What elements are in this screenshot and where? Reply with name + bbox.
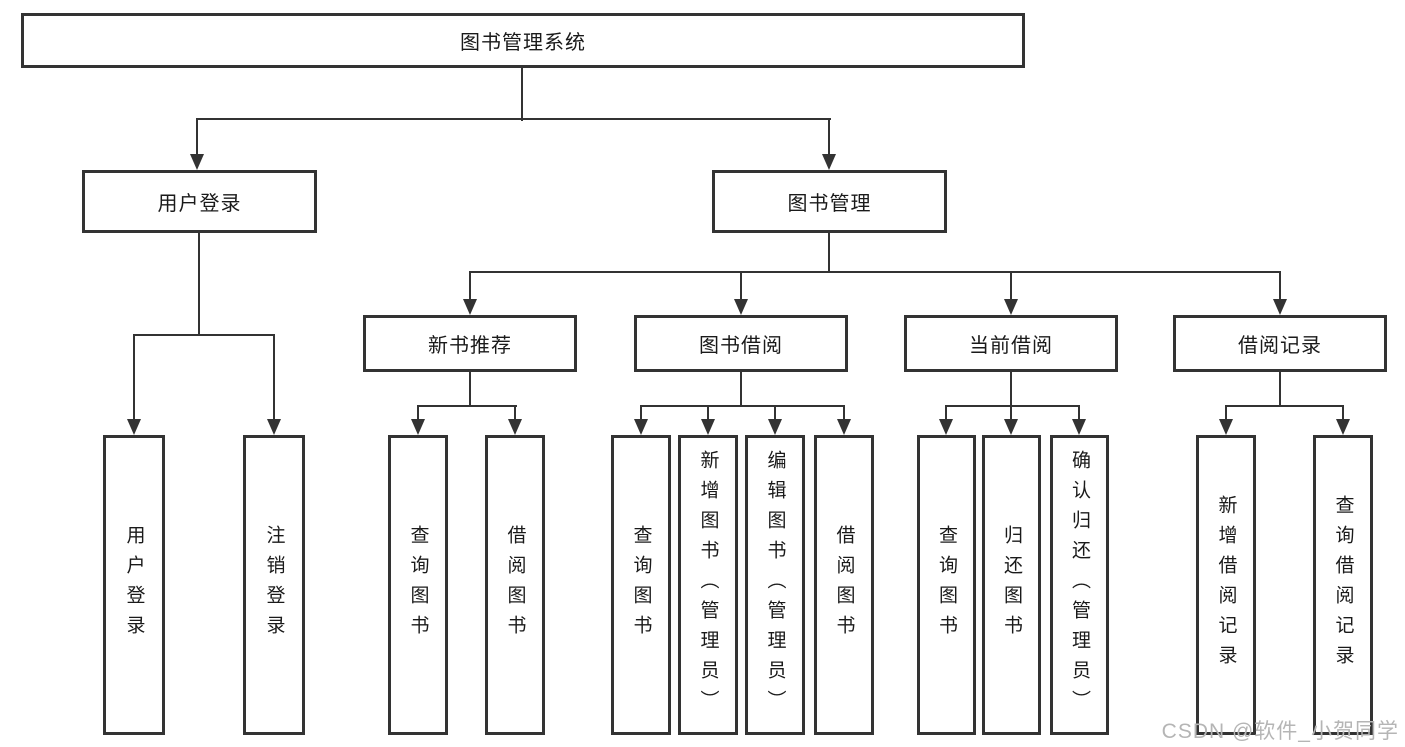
connector-line	[1225, 405, 1227, 421]
leaf-query-books-recommend: 查询图书	[388, 435, 448, 735]
leaf-label: 查询借阅记录	[1332, 495, 1354, 675]
connector-line	[514, 405, 516, 421]
watermark: CSDN @软件_小贺同学	[1161, 720, 1399, 743]
arrow-down-icon	[634, 419, 648, 435]
arrow-down-icon	[1273, 299, 1287, 315]
node-book-borrow-label: 图书借阅	[699, 335, 783, 357]
node-borrow-records-label: 借阅记录	[1238, 335, 1322, 357]
connector-line	[945, 405, 947, 421]
node-new-book-recommend: 新书推荐	[363, 315, 577, 372]
connector-line	[273, 334, 275, 419]
connector-line	[774, 405, 776, 421]
leaf-return-books: 归还图书	[982, 435, 1041, 735]
leaf-label: 查询图书	[936, 525, 957, 645]
node-current-borrow: 当前借阅	[904, 315, 1118, 372]
leaf-borrow-books-recommend: 借阅图书	[485, 435, 545, 735]
arrow-down-icon	[267, 419, 281, 435]
connector-line	[740, 271, 742, 301]
connector-line	[1010, 372, 1012, 407]
leaf-label: 确认归还（管理员）	[1069, 450, 1090, 720]
leaf-add-borrow-record: 新增借阅记录	[1196, 435, 1256, 735]
node-library-system-label: 图书管理系统	[460, 32, 586, 54]
connector-line	[196, 118, 831, 120]
connector-line	[133, 334, 275, 336]
connector-line	[828, 233, 830, 273]
node-book-borrow: 图书借阅	[634, 315, 848, 372]
leaf-label: 新增借阅记录	[1215, 495, 1237, 675]
arrow-down-icon	[1072, 419, 1086, 435]
connector-line	[843, 405, 845, 421]
connector-line	[198, 233, 200, 336]
node-book-management: 图书管理	[712, 170, 947, 233]
leaf-label: 查询图书	[407, 525, 429, 645]
leaf-label: 用户登录	[123, 525, 145, 645]
leaf-label: 新增图书（管理员）	[697, 450, 719, 720]
arrow-down-icon	[837, 419, 851, 435]
leaf-query-borrow-record: 查询借阅记录	[1313, 435, 1373, 735]
leaf-confirm-return-admin: 确认归还（管理员）	[1050, 435, 1109, 735]
connector-line	[1279, 372, 1281, 407]
arrow-down-icon	[822, 154, 836, 170]
connector-line	[196, 118, 198, 156]
node-book-management-label: 图书管理	[787, 193, 872, 215]
connector-line	[1342, 405, 1344, 421]
connector-line	[828, 118, 830, 156]
arrow-down-icon	[1004, 419, 1018, 435]
connector-line	[417, 405, 419, 421]
connector-line	[133, 334, 135, 419]
arrow-down-icon	[127, 419, 141, 435]
node-user-login-label: 用户登录	[157, 193, 242, 215]
leaf-label: 归还图书	[1001, 525, 1022, 645]
arrow-down-icon	[701, 419, 715, 435]
leaf-label: 编辑图书（管理员）	[764, 450, 786, 720]
connector-line	[521, 68, 523, 121]
connector-line	[417, 405, 517, 407]
connector-line	[740, 372, 742, 407]
arrow-down-icon	[411, 419, 425, 435]
arrow-down-icon	[1336, 419, 1350, 435]
node-new-book-recommend-label: 新书推荐	[428, 335, 512, 357]
connector-line	[1225, 405, 1344, 407]
arrow-down-icon	[768, 419, 782, 435]
leaf-add-books-admin: 新增图书（管理员）	[678, 435, 738, 735]
arrow-down-icon	[939, 419, 953, 435]
node-current-borrow-label: 当前借阅	[969, 335, 1053, 357]
leaf-logout: 注销登录	[243, 435, 305, 735]
arrow-down-icon	[190, 154, 204, 170]
connector-line	[1010, 405, 1012, 421]
leaf-borrow-books: 借阅图书	[814, 435, 874, 735]
leaf-label: 注销登录	[263, 525, 285, 645]
connector-line	[1010, 271, 1012, 301]
arrow-down-icon	[734, 299, 748, 315]
connector-line	[469, 271, 471, 301]
leaf-label: 查询图书	[630, 525, 652, 645]
leaf-label: 借阅图书	[833, 525, 855, 645]
node-user-login: 用户登录	[82, 170, 317, 233]
node-borrow-records: 借阅记录	[1173, 315, 1387, 372]
leaf-user-login: 用户登录	[103, 435, 165, 735]
connector-line	[469, 372, 471, 407]
leaf-query-books-current: 查询图书	[917, 435, 976, 735]
connector-line	[1279, 271, 1281, 301]
arrow-down-icon	[1219, 419, 1233, 435]
connector-line	[707, 405, 709, 421]
connector-line	[469, 271, 1281, 273]
node-library-system: 图书管理系统	[21, 13, 1025, 68]
connector-line	[1078, 405, 1080, 421]
connector-line	[640, 405, 845, 407]
arrow-down-icon	[463, 299, 477, 315]
arrow-down-icon	[508, 419, 522, 435]
connector-line	[945, 405, 1080, 407]
leaf-label: 借阅图书	[504, 525, 526, 645]
leaf-edit-books-admin: 编辑图书（管理员）	[745, 435, 805, 735]
leaf-query-books-borrow: 查询图书	[611, 435, 671, 735]
arrow-down-icon	[1004, 299, 1018, 315]
connector-line	[640, 405, 642, 421]
